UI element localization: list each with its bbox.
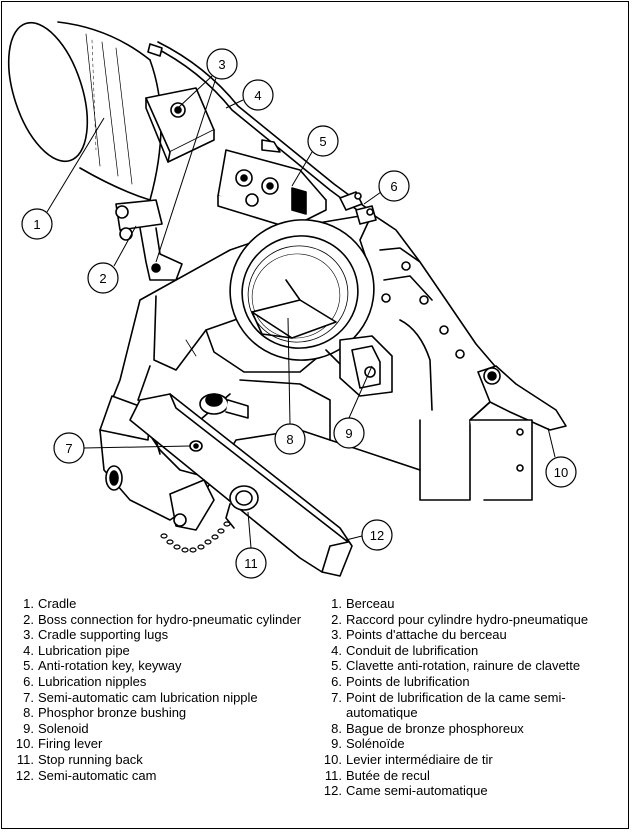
legend-item: 12.Came semi-automatique <box>323 783 488 799</box>
firing-lever <box>469 365 567 501</box>
legend-item: 2.Boss connection for hydro-pneumatic cy… <box>23 611 302 627</box>
boss-connection <box>115 199 183 281</box>
callout-6: 6 <box>378 170 410 202</box>
central-fitting <box>199 393 249 419</box>
hydro-pneumatic-cylinder <box>7 21 162 201</box>
legend-french: 1.Berceau 2.Raccord pour cylindre hydro-… <box>322 596 622 799</box>
anti-rotation-key-block <box>217 139 327 229</box>
svg-text:6: 6 <box>390 179 397 194</box>
legend-english: 1.Cradle 2.Boss connection for hydro-pne… <box>14 596 314 783</box>
legend-item: 3.Points d'attache du berceau <box>331 627 507 643</box>
callout-3: 3 <box>206 48 238 80</box>
cam-lubrication-nipple <box>189 440 203 452</box>
svg-text:3: 3 <box>218 57 225 72</box>
legend-item: 8.Phosphor bronze bushing <box>23 705 187 721</box>
legend-item: 4.Lubrication pipe <box>23 642 130 658</box>
svg-text:12: 12 <box>370 528 384 543</box>
lubrication-pipe <box>147 41 373 219</box>
callout-12: 12 <box>361 519 393 551</box>
legend-item: 5.Clavette anti-rotation, rainure de cla… <box>331 658 581 674</box>
legend-item: 11.Butée de recul <box>324 767 430 783</box>
semi-automatic-cam <box>129 393 353 577</box>
stop-running-back <box>160 479 259 553</box>
callout-11: 11 <box>235 547 267 579</box>
callout-4: 4 <box>242 79 274 111</box>
callout-7: 7 <box>53 432 85 464</box>
svg-text:10: 10 <box>554 465 568 480</box>
legend-item: 1.Cradle <box>23 596 77 611</box>
callouts: 1 2 3 4 5 6 7 8 9 10 11 12 <box>21 48 577 579</box>
legend-item: 7.Point de lubrification de la came semi… <box>331 689 566 721</box>
legend-item: 6.Points de lubrification <box>331 673 470 689</box>
svg-text:2: 2 <box>99 271 106 286</box>
legend-item: 3.Cradle supporting lugs <box>23 627 169 643</box>
callout-10: 10 <box>545 456 577 488</box>
svg-text:11: 11 <box>244 556 258 571</box>
callout-1: 1 <box>21 208 53 240</box>
solenoid <box>339 335 393 397</box>
svg-text:7: 7 <box>65 441 72 456</box>
legend-item: 7.Semi-automatic cam lubrication nipple <box>23 689 258 705</box>
svg-text:1: 1 <box>33 217 40 232</box>
legend-item: 2.Raccord pour cylindre hydro-pneumatiqu… <box>331 611 589 627</box>
cradle-diagram: 1 2 3 4 5 6 7 8 9 10 11 12 <box>7 21 577 579</box>
legend-item: 9.Solénoïde <box>331 736 405 752</box>
svg-text:9: 9 <box>345 426 352 441</box>
legend-item: 9.Solenoid <box>23 720 89 736</box>
legend-item: 4.Conduit de lubrification <box>331 642 479 658</box>
svg-text:8: 8 <box>286 432 293 447</box>
legend-item: 10.Levier intermédiaire de tir <box>323 751 493 767</box>
leader-lines <box>46 75 556 549</box>
legend-item: 11.Stop running back <box>16 751 143 767</box>
phosphor-bronze-bushing <box>229 219 375 365</box>
lubrication-nipples <box>339 191 377 225</box>
legend-item: 10.Firing lever <box>15 736 103 752</box>
svg-text:4: 4 <box>254 88 261 103</box>
safety-chain <box>160 521 231 553</box>
legend-item: 5.Anti-rotation key, keyway <box>23 658 182 674</box>
callout-2: 2 <box>87 262 119 294</box>
legend-item: 8.Bague de bronze phosphoreux <box>331 720 524 736</box>
legend-item: 1.Berceau <box>331 596 395 611</box>
callout-9: 9 <box>333 417 365 449</box>
callout-8: 8 <box>274 423 306 455</box>
callout-5: 5 <box>307 125 339 157</box>
svg-text:5: 5 <box>319 134 326 149</box>
legend-item: 6.Lubrication nipples <box>23 673 147 689</box>
legend-item: 12.Semi-automatic cam <box>15 767 157 783</box>
